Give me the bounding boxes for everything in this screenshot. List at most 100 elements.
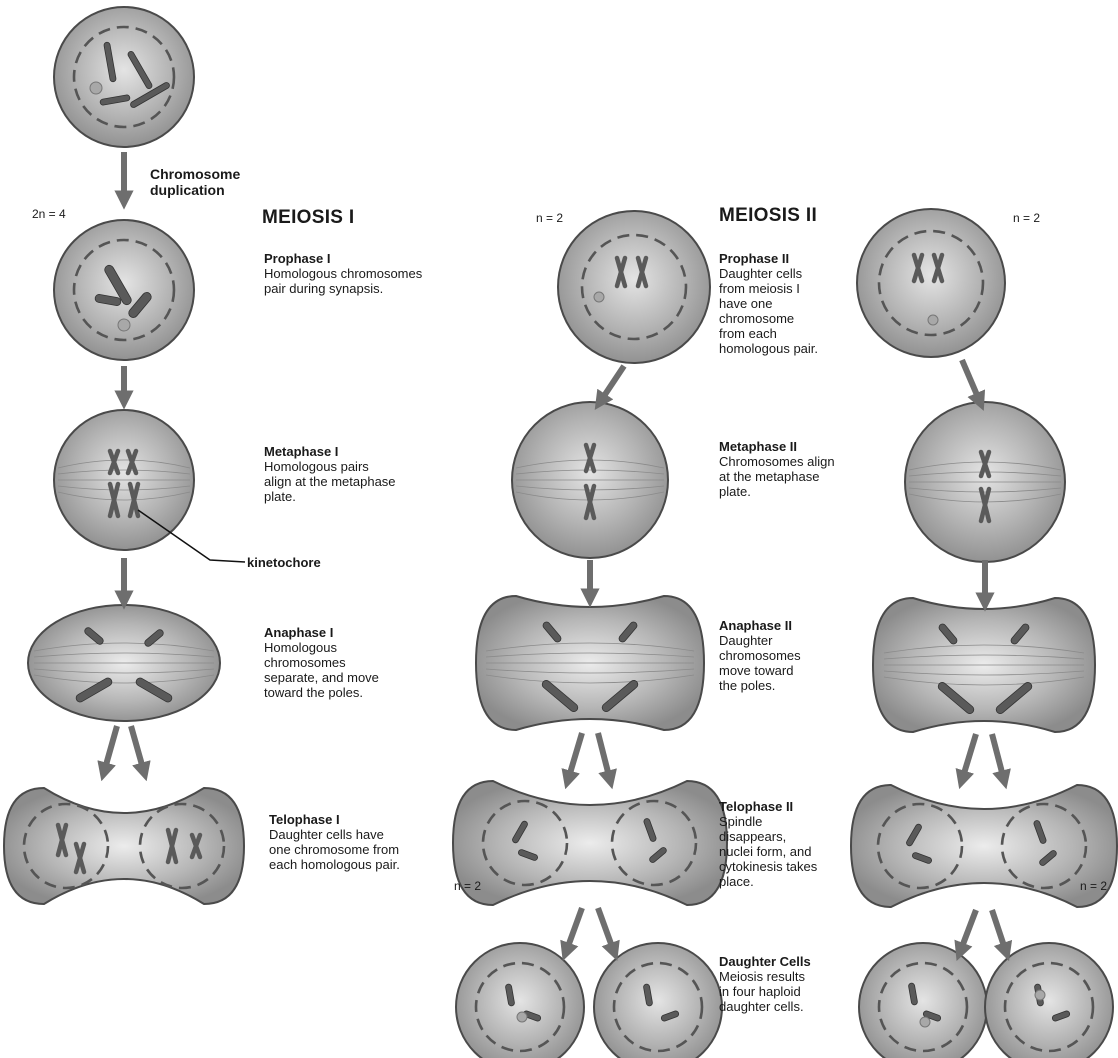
- chromosome: [583, 442, 597, 474]
- daughter-cell-1: [455, 942, 585, 1058]
- stage-description: Homologous pairs align at the metaphase …: [264, 459, 396, 504]
- chromosome: [75, 677, 113, 703]
- arrow-daughters-right-b: [989, 909, 1013, 962]
- chromosome: [107, 448, 121, 476]
- nucleolus: [919, 1016, 931, 1028]
- kinetochore-pointer: [137, 509, 246, 563]
- spindle-fiber: [883, 654, 1085, 660]
- nucleolus: [89, 81, 103, 95]
- cell-metaphase-2-right: [904, 401, 1066, 563]
- nuclear-envelope: [877, 961, 969, 1053]
- stage-description: Spindle disappears, nuclei form, and cyt…: [719, 814, 818, 889]
- nucleolus: [593, 291, 605, 303]
- prophase-1-label: Prophase I Homologous chromosomes pair d…: [264, 251, 422, 296]
- spindle-fiber: [57, 469, 191, 475]
- cell-telophase-1: [2, 786, 246, 906]
- arrow-daughters-left-b: [595, 906, 620, 962]
- arrow-to-metaphase-2-right: [959, 358, 986, 411]
- nucleolus: [516, 1011, 528, 1023]
- chromosome: [601, 680, 639, 712]
- arrow-telophase-2-left-b: [595, 732, 617, 790]
- nuclear-envelope: [1000, 802, 1088, 890]
- spindle-fiber: [883, 644, 1085, 654]
- chromosome: [189, 832, 203, 860]
- nuclear-envelope: [22, 802, 110, 890]
- spindle-fiber: [485, 674, 695, 684]
- cell-anaphase-1: [27, 604, 221, 722]
- chromosome: [643, 818, 657, 842]
- nuclear-envelope: [580, 233, 688, 341]
- arrow-to-metaphase-2-left: [594, 364, 627, 410]
- cell-membrane: [2, 786, 246, 906]
- telophase-2-label: Telophase II Spindle disappears, nuclei …: [719, 799, 817, 889]
- ploidy-meiosis2-left: n = 2: [536, 211, 564, 225]
- chromosome: [135, 677, 173, 703]
- nuclear-envelope: [610, 799, 698, 887]
- chromosome: [107, 481, 121, 519]
- chromosome: [635, 255, 649, 289]
- cell-membrane: [984, 942, 1114, 1058]
- cell-telophase-2-right: [849, 783, 1118, 909]
- spindle-fiber: [883, 670, 1085, 676]
- chromosome: [130, 82, 170, 108]
- spindle-fiber: [33, 674, 215, 684]
- meiosis-1-title: MEIOSIS I: [262, 207, 355, 228]
- chromosome: [99, 94, 131, 106]
- stage-title: Anaphase I: [264, 625, 334, 640]
- chromosome: [649, 847, 667, 863]
- cell-prophase-1: [53, 219, 195, 361]
- stage-title: Daughter Cells: [719, 954, 811, 969]
- chromosome: [505, 983, 515, 1007]
- ploidy-daughters-left: n = 2: [454, 879, 482, 893]
- cell-membrane: [451, 779, 729, 907]
- arrow-telophase-2-right-b: [989, 733, 1011, 790]
- chromosome: [583, 483, 597, 521]
- anaphase-1-label: Anaphase I Homologous chromosomes separa…: [264, 625, 379, 700]
- arrow-telophase-1-left: [97, 725, 120, 782]
- ploidy-meiosis2-right: n = 2: [1013, 211, 1041, 225]
- stage-title: Telophase I: [269, 812, 340, 827]
- chromosome: [55, 822, 69, 858]
- chromosome: [912, 852, 932, 864]
- chromosome: [512, 820, 528, 844]
- daughter-cell-2: [593, 942, 723, 1058]
- nucleolus: [927, 314, 939, 326]
- stage-title: Telophase II: [719, 799, 794, 814]
- chromosome: [518, 849, 538, 861]
- chromosome: [922, 1010, 942, 1022]
- nuclear-envelope: [1003, 961, 1095, 1053]
- anaphase-2-label: Anaphase II Daughter chromosomes move to…: [719, 618, 801, 693]
- chromosome: [1010, 623, 1030, 645]
- cell-metaphase-1: [53, 409, 195, 551]
- nucleolus: [117, 318, 131, 332]
- nuclear-envelope: [72, 238, 176, 342]
- stage-description: Daughter chromosomes move toward the pol…: [719, 633, 801, 693]
- chromosome: [84, 627, 104, 645]
- nuclear-envelope: [474, 961, 566, 1053]
- cell-prophase-2-left: [557, 210, 711, 364]
- daughter-cells-label: Daughter Cells Meiosis results in four h…: [719, 954, 811, 1014]
- nuclear-envelope: [612, 961, 704, 1053]
- chromosome: [127, 51, 153, 89]
- stage-description: Chromosomes align at the metaphase plate…: [719, 454, 835, 499]
- cell-membrane: [455, 942, 585, 1058]
- cell-anaphase-2-left: [474, 594, 706, 732]
- spindle-fiber: [33, 642, 215, 652]
- chromosome: [995, 682, 1033, 714]
- nuclear-envelope: [138, 802, 226, 890]
- chromosome: [978, 486, 992, 524]
- chromosome: [165, 827, 179, 865]
- spindle-fiber: [33, 668, 215, 674]
- metaphase-1-label: Metaphase I Homologous pairs align at th…: [264, 444, 396, 504]
- chromosome: [125, 448, 139, 476]
- chromosome: [911, 252, 925, 284]
- stage-title: Anaphase II: [719, 618, 792, 633]
- meiosis-2-title: MEIOSIS II: [719, 205, 818, 226]
- daughter-cell-3: [858, 942, 988, 1058]
- spindle-fiber: [33, 652, 215, 658]
- chromosome: [614, 255, 628, 289]
- stage-description: Meiosis results in four haploid daughter…: [719, 969, 805, 1014]
- chromosome: [94, 294, 122, 306]
- cell-membrane: [849, 783, 1118, 909]
- cell-initial: [53, 6, 195, 148]
